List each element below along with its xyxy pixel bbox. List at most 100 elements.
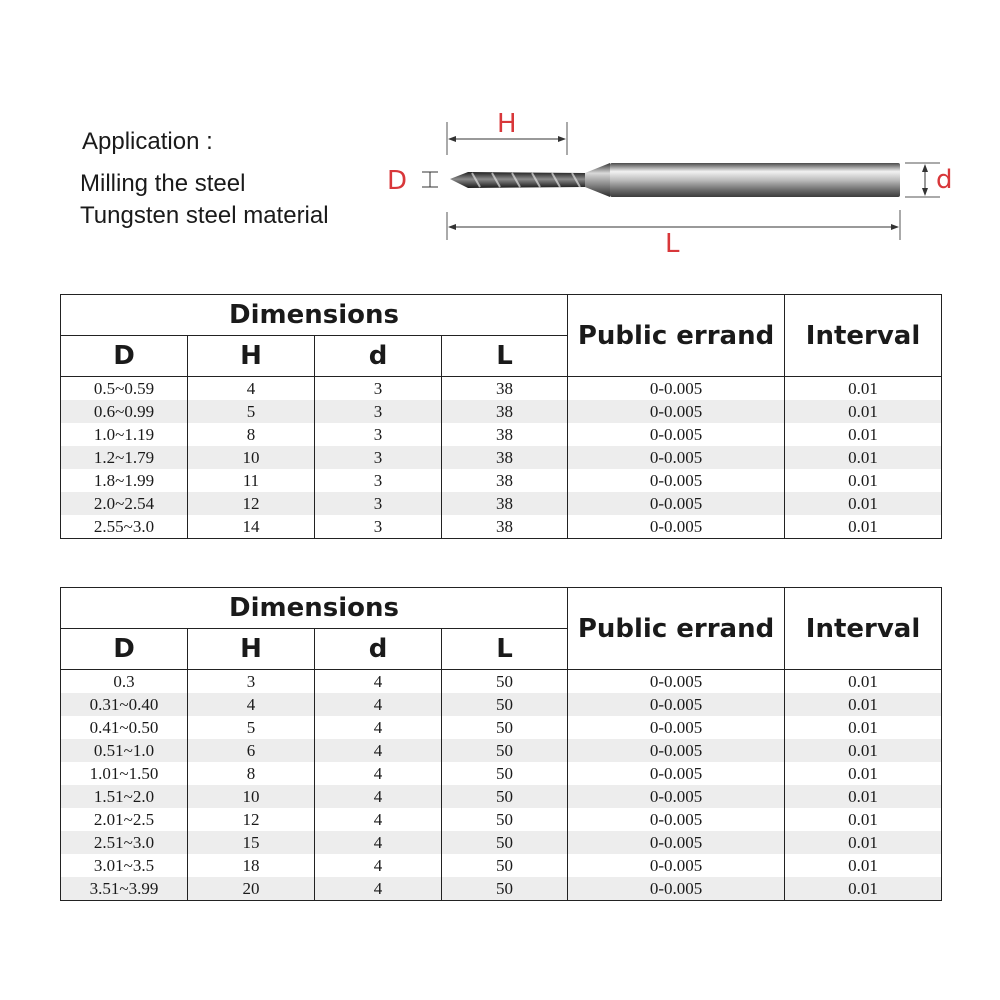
table-row: 1.51~2.0 10 4 50 0-0.005 0.01 (60, 785, 943, 808)
cell-H: 10 (187, 446, 315, 469)
interval-header: Interval (784, 587, 943, 670)
cell-L: 50 (440, 877, 569, 901)
cell-interval: 0.01 (784, 446, 943, 469)
cell-public-errand: 0-0.005 (567, 831, 786, 854)
cell-H: 5 (187, 716, 315, 739)
cell-d: 3 (314, 376, 442, 400)
table-row: 2.51~3.0 15 4 50 0-0.005 0.01 (60, 831, 943, 854)
cell-public-errand: 0-0.005 (567, 877, 786, 901)
cell-D: 3.01~3.5 (60, 854, 188, 877)
cell-H: 4 (187, 693, 315, 716)
cell-public-errand: 0-0.005 (567, 808, 786, 831)
table-row: 2.55~3.0 14 3 38 0-0.005 0.01 (60, 515, 943, 539)
cell-d: 3 (314, 515, 442, 539)
cell-d: 4 (314, 854, 442, 877)
table-row: 1.2~1.79 10 3 38 0-0.005 0.01 (60, 446, 943, 469)
cell-H: 14 (187, 515, 315, 539)
cell-D: 1.8~1.99 (60, 469, 188, 492)
dimensions-header: Dimensions (59, 587, 569, 629)
cell-L: 38 (440, 515, 569, 539)
cell-L: 50 (440, 808, 569, 831)
cell-public-errand: 0-0.005 (567, 423, 786, 446)
cell-public-errand: 0-0.005 (567, 854, 786, 877)
cell-public-errand: 0-0.005 (567, 376, 786, 400)
table-row: 0.41~0.50 5 4 50 0-0.005 0.01 (60, 716, 943, 739)
cell-interval: 0.01 (784, 515, 943, 539)
cell-interval: 0.01 (784, 716, 943, 739)
col-header-H: H (187, 628, 315, 670)
cell-H: 18 (187, 854, 315, 877)
table-row: 3.01~3.5 18 4 50 0-0.005 0.01 (60, 854, 943, 877)
table-row: 0.31~0.40 4 4 50 0-0.005 0.01 (60, 693, 943, 716)
table-row: 3.51~3.99 20 4 50 0-0.005 0.01 (60, 877, 943, 901)
cell-D: 1.01~1.50 (60, 762, 188, 785)
cell-interval: 0.01 (784, 854, 943, 877)
cell-H: 4 (187, 376, 315, 400)
cell-L: 50 (440, 693, 569, 716)
cell-interval: 0.01 (784, 693, 943, 716)
cell-D: 0.41~0.50 (60, 716, 188, 739)
spec-table-1: Dimensions Public errand Interval D H d … (59, 294, 943, 539)
dimensions-header: Dimensions (59, 294, 569, 336)
cell-public-errand: 0-0.005 (567, 400, 786, 423)
cell-L: 50 (440, 785, 569, 808)
col-header-d: d (314, 628, 442, 670)
public-errand-header: Public errand (567, 294, 786, 377)
cell-L: 38 (440, 423, 569, 446)
cell-L: 38 (440, 400, 569, 423)
cell-interval: 0.01 (784, 669, 943, 693)
table-row: 1.8~1.99 11 3 38 0-0.005 0.01 (60, 469, 943, 492)
label-H: H (497, 109, 517, 139)
cell-H: 5 (187, 400, 315, 423)
cell-interval: 0.01 (784, 469, 943, 492)
cell-L: 50 (440, 739, 569, 762)
table-row: 2.01~2.5 12 4 50 0-0.005 0.01 (60, 808, 943, 831)
cell-public-errand: 0-0.005 (567, 492, 786, 515)
cell-H: 6 (187, 739, 315, 762)
table-row: 0.5~0.59 4 3 38 0-0.005 0.01 (60, 376, 943, 400)
cell-interval: 0.01 (784, 762, 943, 785)
cell-interval: 0.01 (784, 831, 943, 854)
cell-L: 50 (440, 716, 569, 739)
cell-d: 4 (314, 808, 442, 831)
cell-H: 20 (187, 877, 315, 901)
cell-D: 0.6~0.99 (60, 400, 188, 423)
label-d-shank: d (936, 165, 953, 195)
label-D: D (387, 166, 408, 196)
col-header-D: D (60, 628, 188, 670)
col-header-D: D (60, 335, 188, 377)
table-row: 0.3 3 4 50 0-0.005 0.01 (60, 669, 943, 693)
cell-L: 38 (440, 376, 569, 400)
cell-L: 50 (440, 669, 569, 693)
cell-interval: 0.01 (784, 877, 943, 901)
interval-header: Interval (784, 294, 943, 377)
cell-H: 8 (187, 423, 315, 446)
cell-interval: 0.01 (784, 785, 943, 808)
label-L: L (665, 229, 680, 259)
cell-H: 10 (187, 785, 315, 808)
cell-L: 50 (440, 831, 569, 854)
col-header-L: L (440, 628, 569, 670)
table-row: 1.01~1.50 8 4 50 0-0.005 0.01 (60, 762, 943, 785)
cell-d: 4 (314, 831, 442, 854)
drill-diagram: H D d L (380, 100, 980, 270)
cell-public-errand: 0-0.005 (567, 446, 786, 469)
cell-d: 4 (314, 762, 442, 785)
cell-public-errand: 0-0.005 (567, 515, 786, 539)
cell-L: 38 (440, 469, 569, 492)
cell-L: 50 (440, 762, 569, 785)
cell-public-errand: 0-0.005 (567, 469, 786, 492)
cell-d: 3 (314, 446, 442, 469)
cell-d: 4 (314, 739, 442, 762)
cell-public-errand: 0-0.005 (567, 739, 786, 762)
cell-L: 50 (440, 854, 569, 877)
cell-H: 8 (187, 762, 315, 785)
cell-D: 0.51~1.0 (60, 739, 188, 762)
application-line-1: Milling the steel (80, 170, 246, 197)
cell-D: 0.31~0.40 (60, 693, 188, 716)
table-row: 2.0~2.54 12 3 38 0-0.005 0.01 (60, 492, 943, 515)
cell-L: 38 (440, 446, 569, 469)
cell-interval: 0.01 (784, 423, 943, 446)
cell-D: 2.55~3.0 (60, 515, 188, 539)
cell-interval: 0.01 (784, 400, 943, 423)
